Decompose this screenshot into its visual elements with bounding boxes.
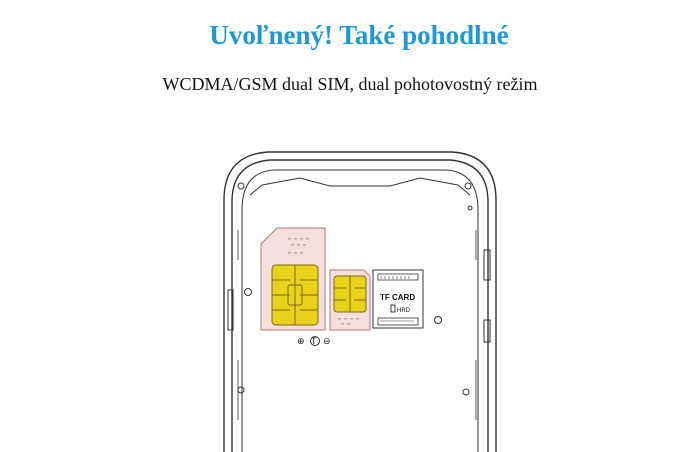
- tf-card-slot: TF CARD HRD: [372, 269, 424, 329]
- sim-card-small: [329, 269, 371, 331]
- headline: Uvoľnený! Také pohodlné: [209, 20, 509, 50]
- sim-chip-large: [271, 264, 319, 326]
- sim-chip-small: [333, 275, 367, 313]
- plus-symbol: ⊕: [297, 336, 305, 346]
- phone-frame: [223, 151, 497, 452]
- sim-card-large: [260, 227, 326, 331]
- tf-card-label: TF CARD: [380, 293, 415, 302]
- minus-symbol: ⊖: [323, 336, 331, 346]
- subheadline: WCDMA/GSM dual SIM, dual pohotovostný re…: [162, 74, 538, 94]
- t-symbol: T: [311, 336, 317, 346]
- contact-symbols: ⊕ T ⊖: [297, 336, 331, 346]
- hrd-label: HRD: [397, 308, 411, 314]
